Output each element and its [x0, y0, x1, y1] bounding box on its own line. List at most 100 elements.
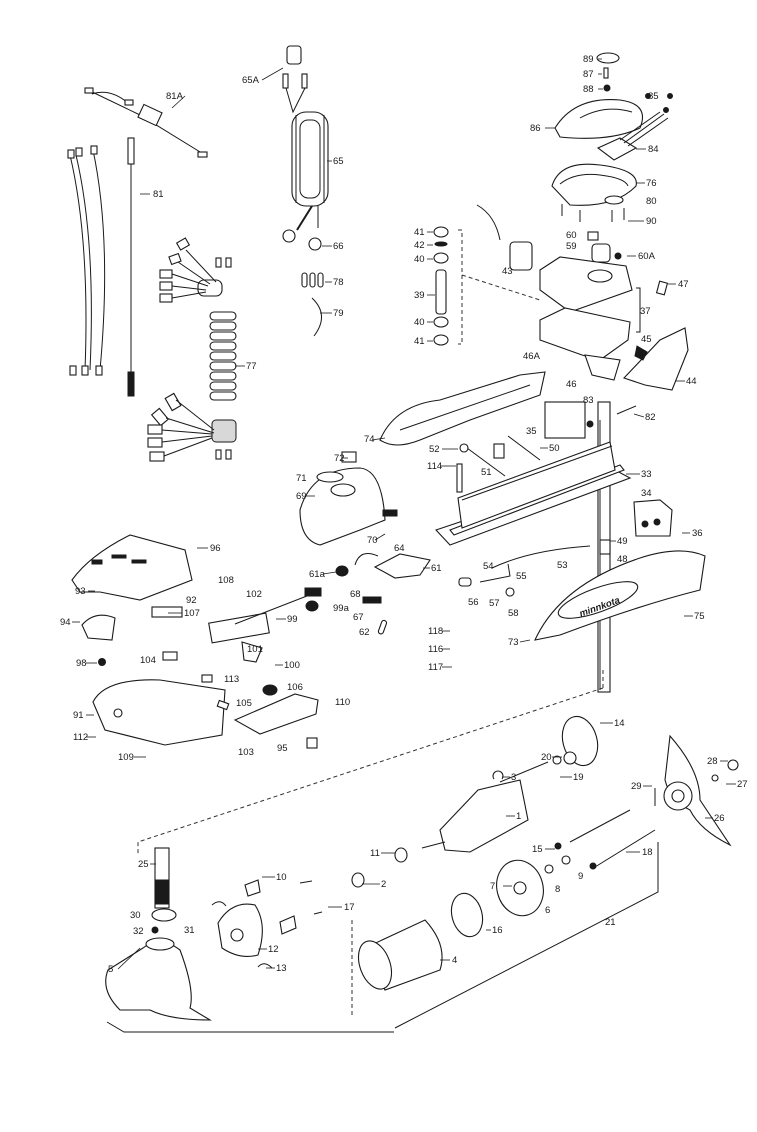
label-72: 72 [334, 453, 345, 464]
lower-dash-box [137, 670, 604, 855]
label-116: 116 [428, 644, 443, 655]
label-16: 16 [492, 925, 503, 936]
label-95: 95 [277, 743, 288, 754]
seal-14-washers [552, 715, 599, 767]
label-66: 66 [333, 241, 344, 252]
label-76: 76 [646, 178, 657, 189]
label-36: 36 [692, 528, 703, 539]
label-82: 82 [645, 412, 656, 423]
label-61: 61 [431, 563, 442, 574]
rods-50-51 [459, 435, 541, 477]
label-81A: 81A [166, 91, 184, 102]
label-35: 35 [526, 426, 537, 437]
label-99a: 99a [333, 603, 350, 614]
bracket-44 [623, 327, 689, 391]
label-67: 67 [353, 612, 364, 623]
label-64: 64 [394, 543, 405, 554]
label-44: 44 [686, 376, 697, 387]
label-40-bottom: 40 [414, 317, 425, 328]
label-86: 86 [530, 123, 541, 134]
label-6: 6 [545, 905, 550, 916]
label-78: 78 [333, 277, 344, 288]
label-104: 104 [140, 655, 156, 666]
label-112: 112 [73, 732, 88, 743]
sleeves-78 [301, 272, 324, 288]
label-2: 2 [381, 879, 386, 890]
mount-rail-74 [379, 371, 546, 446]
control-box-37 [539, 256, 669, 381]
label-53: 53 [557, 560, 568, 571]
label-15: 15 [532, 844, 543, 855]
label-32: 32 [133, 926, 144, 937]
label-56: 56 [468, 597, 479, 608]
label-113: 113 [224, 674, 239, 685]
label-110: 110 [335, 697, 350, 708]
label-70: 70 [367, 535, 378, 546]
label-49: 49 [617, 536, 628, 547]
label-10: 10 [276, 872, 287, 883]
label-4: 4 [452, 955, 457, 966]
label-98: 98 [76, 658, 87, 669]
block-49 [599, 539, 611, 555]
leader-lines [72, 58, 736, 970]
motor-housing-4 [357, 919, 443, 991]
label-81: 81 [153, 189, 164, 200]
side-plate-73: minnkota [534, 550, 706, 641]
label-21: 21 [605, 917, 616, 928]
screw-45 [634, 345, 648, 361]
label-62: 62 [359, 627, 370, 638]
label-73: 73 [508, 637, 519, 648]
label-55: 55 [516, 571, 527, 582]
label-114: 114 [427, 461, 442, 472]
label-45: 45 [641, 334, 652, 345]
brush-plate-12 [211, 879, 323, 969]
pin-82 [616, 405, 637, 415]
label-46A: 46A [523, 351, 541, 362]
label-109: 109 [118, 752, 134, 763]
label-100: 100 [284, 660, 300, 671]
label-37: 37 [640, 306, 651, 317]
label-31: 31 [184, 925, 195, 936]
foot-pedal-assembly [71, 534, 322, 749]
label-18: 18 [642, 847, 653, 858]
motor-controls [476, 204, 622, 271]
label-77: 77 [246, 361, 257, 372]
label-93: 93 [75, 586, 86, 597]
label-107: 107 [184, 608, 200, 619]
label-90: 90 [646, 216, 657, 227]
label-102: 102 [246, 589, 262, 600]
label-17: 17 [344, 902, 355, 913]
label-84: 84 [648, 144, 659, 155]
seal-16 [450, 892, 484, 938]
label-108: 108 [218, 575, 234, 586]
label-7: 7 [490, 881, 495, 892]
label-20: 20 [541, 752, 552, 763]
bracket-21 [394, 842, 659, 1029]
mount-rails-33 [435, 441, 632, 546]
coil-harness-77 [147, 237, 237, 462]
label-50: 50 [549, 443, 560, 454]
label-57: 57 [489, 598, 500, 609]
label-41-top: 41 [414, 227, 425, 238]
fuse-harness-81a [84, 87, 208, 158]
label-1: 1 [516, 811, 521, 822]
label-39: 39 [414, 290, 425, 301]
label-46: 46 [566, 379, 577, 390]
lever-55 [458, 563, 515, 597]
label-80: 80 [646, 196, 657, 207]
plug-cable-81 [127, 137, 135, 397]
label-60: 60 [566, 230, 577, 241]
label-101: 101 [247, 644, 263, 655]
label-58: 58 [508, 608, 519, 619]
label-43: 43 [502, 266, 513, 277]
label-103: 103 [238, 747, 254, 758]
bolt-114 [456, 463, 463, 493]
label-51: 51 [481, 467, 492, 478]
part-labels: 81A 81 65A 65 66 78 79 77 89 87 88 85 86… [60, 54, 748, 975]
label-61a: 61a [309, 569, 326, 580]
label-9: 9 [578, 871, 583, 882]
propeller-26 [654, 734, 739, 847]
label-40-top: 40 [414, 254, 425, 265]
label-42: 42 [414, 240, 425, 251]
label-26: 26 [714, 813, 725, 824]
